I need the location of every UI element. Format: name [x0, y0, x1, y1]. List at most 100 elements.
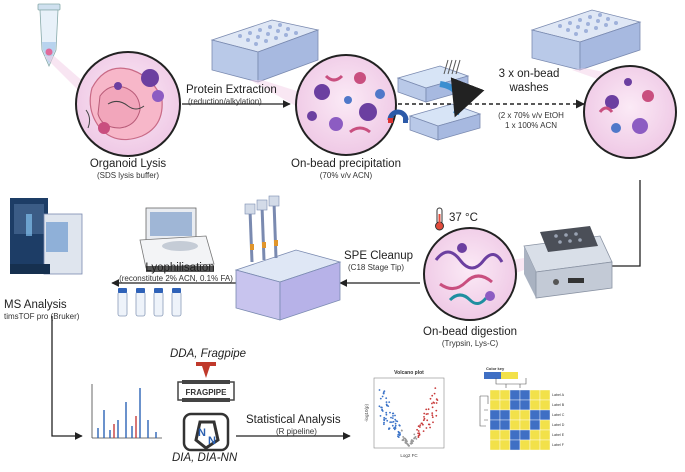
organoid-circle — [76, 52, 180, 156]
volcano-point — [435, 415, 437, 417]
plate-1-icon — [212, 20, 318, 82]
thermometer-icon — [436, 208, 444, 230]
volcano-point — [383, 423, 385, 425]
volcano-point — [432, 416, 434, 418]
heatmap-cell — [530, 440, 540, 450]
heatmap-cell — [540, 390, 550, 400]
volcano-point — [412, 440, 414, 442]
fragpipe-logo-text: FRAGPIPE — [186, 388, 228, 397]
volcano-point — [379, 389, 381, 391]
volcano-point — [386, 401, 388, 403]
volcano-point — [385, 397, 387, 399]
volcano-point — [402, 439, 404, 441]
vials-icon — [118, 288, 181, 316]
heatmap-cell — [530, 390, 540, 400]
heatmap-cell — [500, 400, 510, 410]
lyophilisation-label: Lyophilisation — [128, 262, 232, 275]
volcano-point — [392, 415, 394, 417]
volcano-point — [383, 393, 385, 395]
lyophilisation-sublabel: (reconstitute 2% ACN, 0.1% FA) — [112, 275, 240, 284]
heatmap-cell — [490, 440, 500, 450]
volcano-point — [393, 427, 395, 429]
heatmap-cell — [520, 400, 530, 410]
volcano-x-label: Log2 FC — [400, 453, 418, 458]
heatmap-cell — [540, 400, 550, 410]
heatmap-cell — [540, 430, 550, 440]
heatmap-cell — [540, 410, 550, 420]
heatmap-cell — [510, 410, 520, 420]
volcano-point — [423, 413, 425, 415]
volcano-point — [415, 436, 417, 438]
volcano-point — [405, 439, 407, 441]
volcano-point — [427, 413, 429, 415]
mass-spectrometer-icon — [10, 198, 82, 274]
volcano-point — [398, 436, 400, 438]
volcano-point — [418, 430, 420, 432]
heat-block-icon — [524, 226, 612, 298]
organoid-lysis-sublabel: (SDS lysis buffer) — [84, 172, 172, 181]
volcano-point — [380, 398, 382, 400]
volcano-point — [392, 417, 394, 419]
volcano-point — [389, 421, 391, 423]
volcano-point — [416, 429, 418, 431]
volcano-point — [398, 432, 400, 434]
heatmap-cell — [530, 430, 540, 440]
heatmap-cell — [500, 390, 510, 400]
washes-sublabel-line1: (2 x 70% v/v EtOH — [486, 112, 576, 121]
ms-analysis-sublabel: timsTOF pro (Bruker) — [4, 313, 79, 322]
volcano-point — [419, 434, 421, 436]
volcano-point — [392, 425, 394, 427]
heatmap-cell — [500, 440, 510, 450]
volcano-point — [423, 419, 425, 421]
heatmap-cell — [510, 390, 520, 400]
volcano-point — [432, 421, 434, 423]
volcano-point — [386, 420, 388, 422]
heatmap-row-label: Label F — [552, 443, 565, 447]
volcano-point — [425, 409, 427, 411]
protein-extraction-label: Protein Extraction — [186, 84, 277, 97]
volcano-point — [386, 405, 388, 407]
ms-analysis-label: MS Analysis — [4, 299, 67, 312]
heatmap-cell — [510, 430, 520, 440]
volcano-point — [433, 402, 435, 404]
heatmap-cell — [520, 410, 530, 420]
volcano-point — [434, 393, 436, 395]
volcano-point — [436, 402, 438, 404]
dia-label: DIA, DIA-NN — [172, 452, 237, 465]
heatmap-row-label: Label E — [552, 433, 565, 437]
dda-label: DDA, Fragpipe — [170, 348, 246, 361]
heatmap-cells — [490, 390, 550, 450]
fragpipe-logo: FRAGPIPE — [178, 362, 234, 402]
volcano-point — [379, 405, 381, 407]
heatmap-cell — [530, 410, 540, 420]
volcano-point — [419, 424, 421, 426]
volcano-point — [382, 396, 384, 398]
volcano-point — [416, 438, 418, 440]
volcano-point — [428, 424, 430, 426]
volcano-title: Volcano plot — [394, 370, 424, 376]
precipitation-sublabel: (70% v/v ACN) — [286, 172, 406, 181]
volcano-point — [426, 427, 428, 429]
volcano-point — [417, 432, 419, 434]
volcano-point — [380, 407, 382, 409]
volcano-point — [388, 401, 390, 403]
volcano-point — [430, 398, 432, 400]
volcano-point — [423, 416, 425, 418]
volcano-point — [390, 417, 392, 419]
arrow-ms-to-data — [52, 316, 82, 436]
heatmap-cell — [520, 440, 530, 450]
washes-label-line2: washes — [484, 82, 574, 95]
digestion-label: On-bead digestion — [412, 326, 528, 339]
heatmap-cell — [540, 420, 550, 430]
heatmap-key-label: Color key — [486, 366, 505, 371]
heatmap-cell — [490, 410, 500, 420]
volcano-point — [434, 387, 436, 389]
volcano-point — [411, 443, 413, 445]
heatmap-cell — [500, 430, 510, 440]
heatmap-cell — [520, 390, 530, 400]
volcano-point — [432, 406, 434, 408]
heatmap-row-label: Label A — [552, 393, 565, 397]
volcano-point — [385, 412, 387, 414]
